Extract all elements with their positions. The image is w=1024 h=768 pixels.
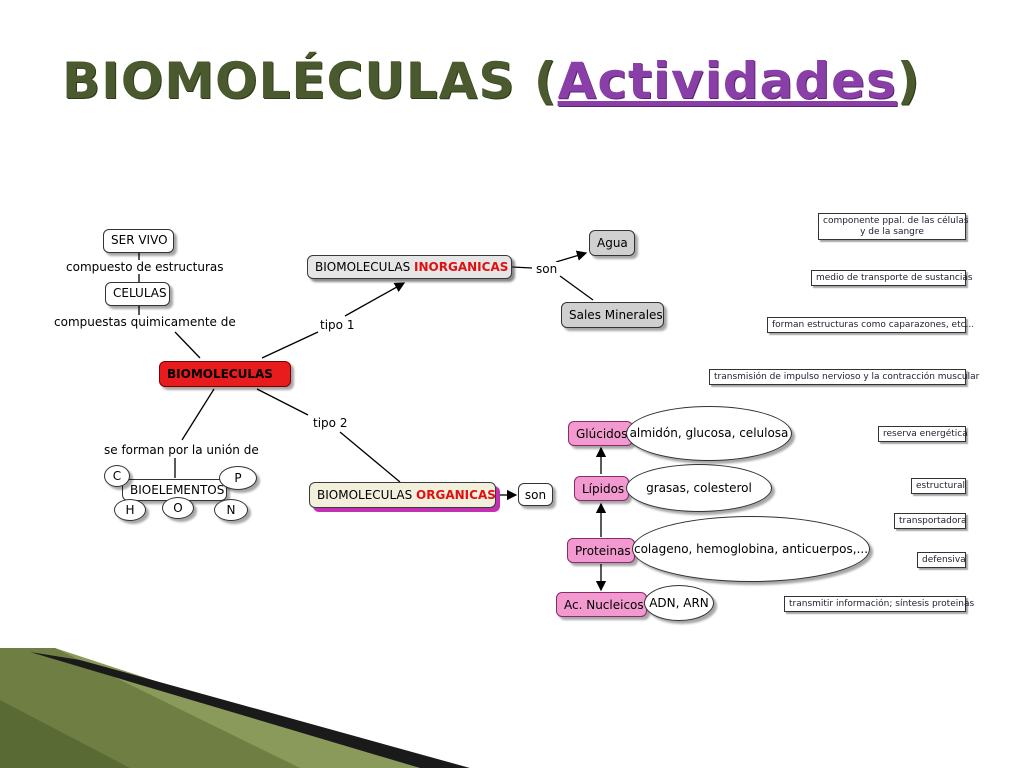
sales-minerales-node: Sales Minerales: [561, 302, 664, 328]
celulas-node: CELULAS: [105, 282, 170, 306]
proteinas-node: Proteinas: [567, 538, 635, 563]
element-p: P: [219, 466, 257, 490]
son-node: son: [518, 483, 553, 506]
element-c: C: [104, 465, 130, 487]
label-compuestas: compuestas quimicamente de: [53, 315, 237, 329]
function-estructuras: forman estructuras como caparazones, etc…: [767, 317, 974, 333]
label-tipo1: tipo 1: [319, 318, 356, 332]
function-transportadora: transportadora: [894, 513, 967, 529]
function-informacion: transmitir información; síntesis protein…: [784, 596, 974, 612]
page-title: BIOMOLÉCULAS (Actividades): [62, 52, 921, 110]
label-compuesto: compuesto de estructuras: [65, 260, 225, 274]
inorganicas-node: BIOMOLECULAS INORGANICAS: [307, 255, 512, 279]
element-o: O: [162, 497, 194, 519]
element-h: H: [114, 499, 146, 521]
lipidos-examples: grasas, colesterol: [626, 464, 772, 512]
function-medio-transporte: medio de transporte de sustancias: [811, 270, 973, 286]
lipidos-node: Lípidos: [574, 476, 629, 501]
label-son-inorg: son: [535, 262, 559, 276]
function-defensiva: defensiva: [917, 552, 966, 568]
label-tipo2: tipo 2: [312, 416, 349, 430]
proteinas-examples: colageno, hemoglobina, anticuerpos,...: [632, 516, 870, 582]
glucidos-node: Glúcidos: [568, 421, 633, 446]
ac-nucleicos-examples: ADN, ARN: [644, 585, 714, 621]
organicas-node: BIOMOLECULAS ORGANICAS: [309, 482, 496, 508]
agua-node: Agua: [589, 230, 635, 256]
biomoleculas-node: BIOMOLECULAS: [159, 361, 291, 387]
function-estructural: estructural: [911, 478, 966, 494]
function-impulso-nervioso: transmisión de impulso nervioso y la con…: [709, 369, 979, 385]
bioelementos-node: BIOELEMENTOS: [122, 479, 227, 501]
actividades-link[interactable]: Actividades: [557, 52, 897, 110]
ser-vivo-node: SER VIVO: [103, 229, 174, 253]
function-reserva: reserva energética: [878, 426, 968, 442]
glucidos-examples: almidón, glucosa, celulosa: [626, 406, 792, 461]
label-se-forman: se forman por la unión de: [103, 443, 260, 457]
element-n: N: [214, 499, 248, 521]
ac-nucleicos-node: Ac. Nucleicos: [556, 592, 647, 617]
